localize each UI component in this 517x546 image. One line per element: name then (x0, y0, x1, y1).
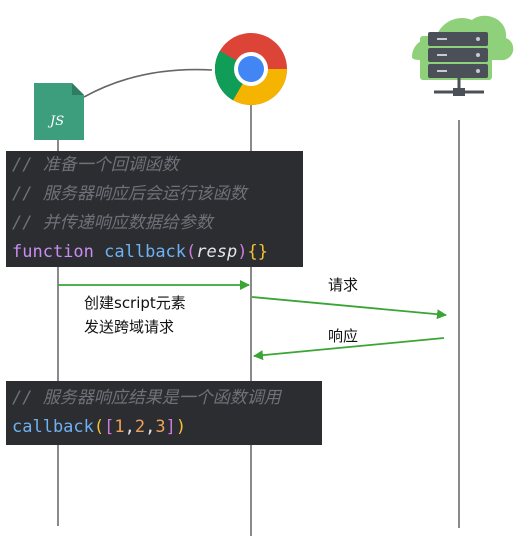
code-num-2: 2 (134, 417, 146, 437)
code-num-3: 3 (155, 417, 166, 437)
js-to-browser-connector (83, 68, 213, 98)
label-create-script: 创建script元素 (84, 294, 186, 312)
code-open-paren: ( (186, 242, 197, 262)
code-block-callback-call: // 服务器响应结果是一个函数调用 callback([1,2,3]) (6, 381, 322, 445)
code-comment-line-1: // 准备一个回调函数 (12, 155, 179, 175)
arrow-request (251, 296, 447, 320)
chrome-icon (214, 33, 287, 106)
js-file-icon: JS (34, 83, 84, 140)
label-send-cross-domain: 发送跨域请求 (84, 318, 175, 336)
arrow-response (253, 337, 445, 361)
code-close-paren: ) (237, 242, 248, 262)
code-function-line: function callback(resp){} (12, 238, 297, 267)
code-comma-2: , (145, 417, 156, 437)
code-fn-name: callback (104, 242, 187, 262)
code-call-line: callback([1,2,3]) (12, 413, 316, 442)
code-block-callback-definition: // 准备一个回调函数 // 服务器响应后会运行该函数 // 并传递响应数据给参… (6, 151, 303, 267)
code-keyword: function (12, 242, 94, 262)
label-request: 请求 (328, 276, 359, 294)
code-comment-line-3: // 并传递响应数据给参数 (12, 213, 213, 233)
code-response-comment: // 服务器响应结果是一个函数调用 (12, 388, 281, 408)
code-call-fn-name: callback (12, 417, 94, 437)
code-num-1: 1 (114, 417, 125, 437)
code-param: resp (196, 242, 238, 262)
code-comment-line-2: // 服务器响应后会运行该函数 (12, 184, 247, 204)
code-call-open-paren: ( (93, 417, 105, 437)
code-open-bracket: [ (104, 417, 115, 437)
cloud-server-icon (412, 15, 514, 96)
code-braces: {} (247, 242, 268, 262)
code-call-close-paren: ) (175, 417, 187, 437)
code-comma-1: , (124, 417, 135, 437)
js-file-label: JS (47, 114, 64, 129)
code-close-bracket: ] (165, 417, 176, 437)
label-response: 响应 (328, 327, 359, 345)
